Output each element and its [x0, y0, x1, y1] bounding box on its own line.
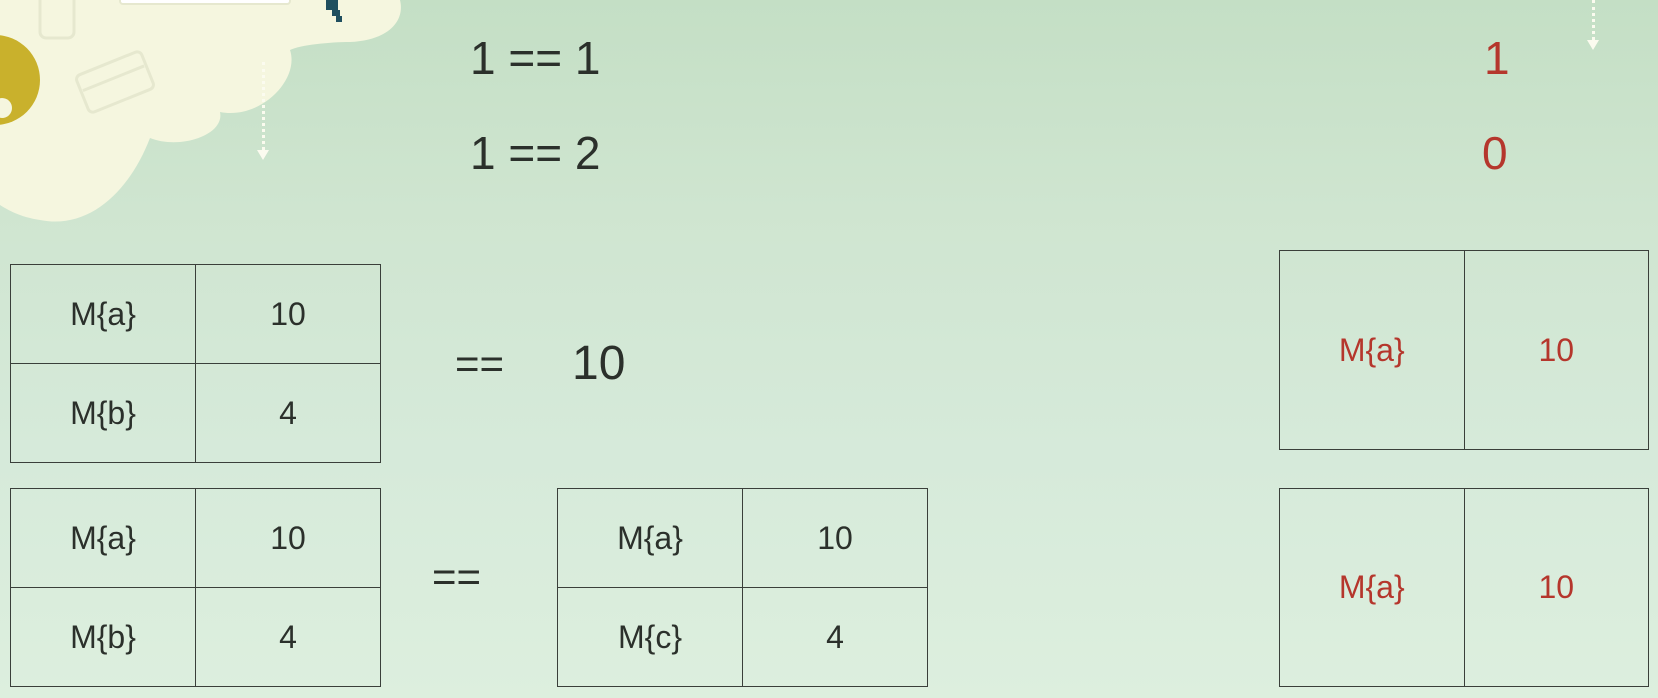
result-table-1: M{a} 10: [1279, 250, 1649, 450]
map-value-cell: 10: [195, 264, 381, 364]
map-key-cell: M{c}: [557, 587, 743, 687]
dotted-arrow-left: [262, 62, 265, 150]
result-table-2: M{a} 10: [1279, 488, 1649, 687]
map-key-cell: M{a}: [557, 488, 743, 588]
map-key-cell: M{a}: [10, 488, 196, 588]
map-value-cell: 4: [195, 587, 381, 687]
result-key-cell: M{a}: [1279, 488, 1465, 687]
map-value-cell: 4: [195, 363, 381, 463]
dotted-arrow-left-head: [257, 150, 269, 160]
map-table-left-1: M{a} 10 M{b} 4: [10, 264, 381, 463]
pixel-character-icon: [326, 0, 342, 22]
dotted-arrow-right-head: [1587, 40, 1599, 50]
map-value-cell: 10: [742, 488, 928, 588]
equals-operator-1: ==: [455, 340, 505, 387]
mustard-circle-hole: [0, 98, 12, 118]
map-key-cell: M{a}: [10, 264, 196, 364]
dotted-arrow-right: [1592, 0, 1595, 40]
result-key-cell: M{a}: [1279, 250, 1465, 450]
equals-operator-2: ==: [432, 553, 482, 600]
bar-outline: [119, 0, 291, 5]
expression-1: 1 == 1: [470, 32, 601, 84]
result-2: 0: [1482, 127, 1508, 179]
scalar-value: 10: [572, 337, 626, 390]
map-table-right-2: M{a} 10 M{c} 4: [557, 488, 928, 687]
result-value-cell: 10: [1463, 488, 1649, 687]
card-icon: [75, 50, 155, 114]
map-key-cell: M{b}: [10, 363, 196, 463]
result-1: 1: [1484, 32, 1510, 84]
phone-outline-icon: [38, 0, 76, 40]
map-value-cell: 4: [742, 587, 928, 687]
result-value-cell: 10: [1463, 250, 1649, 450]
cloud-decoration: [0, 0, 401, 222]
map-key-cell: M{b}: [10, 587, 196, 687]
cloud-shape: [0, 0, 401, 222]
map-value-cell: 10: [195, 488, 381, 588]
map-table-left-2: M{a} 10 M{b} 4: [10, 488, 381, 687]
expression-2: 1 == 2: [470, 127, 601, 179]
